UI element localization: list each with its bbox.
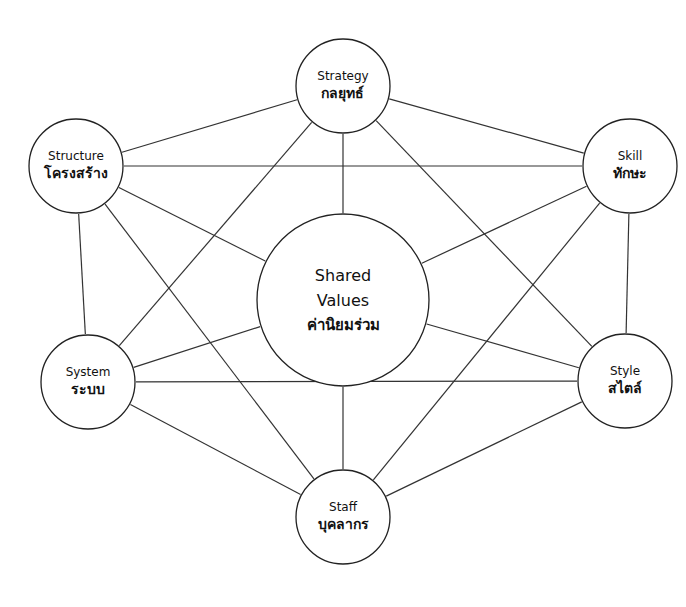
connector-line [130, 404, 300, 494]
circle-outline [29, 119, 123, 213]
circle-outline [578, 334, 672, 428]
circle-outline [41, 335, 135, 429]
circle-outline [583, 119, 677, 213]
connector-line [626, 214, 629, 333]
element-circle: Staffบุคลากร [295, 469, 391, 565]
english-label: Strategy [317, 68, 368, 84]
circle-texts: Styleสไตล์ [608, 363, 642, 399]
connector-line [342, 134, 343, 213]
english-label: Skill [618, 148, 643, 164]
circle-texts: Systemระบบ [66, 364, 111, 400]
connector-line [427, 324, 579, 368]
circle-texts: Shared Valuesค่านิยมร่วม [307, 264, 380, 336]
connector-line [389, 99, 584, 153]
element-circle: Systemระบบ [40, 334, 136, 430]
circle-outline [296, 470, 390, 564]
english-label: System [66, 364, 111, 380]
thai-label: ค่านิยมร่วม [307, 314, 380, 337]
connector-line [386, 402, 582, 496]
thai-label: กลยุทธ์ [321, 84, 364, 104]
connector-line [79, 214, 86, 334]
english-label: Staff [329, 499, 357, 515]
circle-texts: Staffบุคลากร [318, 499, 369, 535]
thai-label: โครงสร้าง [44, 164, 108, 184]
circle-texts: Structureโครงสร้าง [44, 148, 108, 184]
thai-label: ระบบ [71, 380, 105, 400]
element-circle: Skillทักษะ [582, 118, 678, 214]
core-circle: Shared Valuesค่านิยมร่วม [256, 213, 430, 387]
thai-label: บุคลากร [318, 515, 369, 535]
connector-line [342, 387, 343, 469]
english-label: Structure [48, 148, 104, 164]
english-label: Style [610, 363, 640, 379]
thai-label: สไตล์ [608, 379, 642, 399]
element-circle: Structureโครงสร้าง [28, 118, 124, 214]
english-label: Shared Values [307, 264, 379, 314]
element-circle: Strategyกลยุทธ์ [295, 38, 391, 134]
circle-outline [257, 214, 429, 386]
circle-texts: Strategyกลยุทธ์ [317, 68, 368, 104]
element-circle: Styleสไตล์ [577, 333, 673, 429]
circle-outline [296, 39, 390, 133]
connector-line [122, 100, 297, 152]
thai-label: ทักษะ [613, 164, 647, 184]
connector-line [119, 188, 265, 261]
connector-line [422, 186, 587, 263]
connector-line [124, 165, 582, 166]
circle-texts: Skillทักษะ [613, 148, 647, 184]
connector-line [134, 327, 260, 368]
